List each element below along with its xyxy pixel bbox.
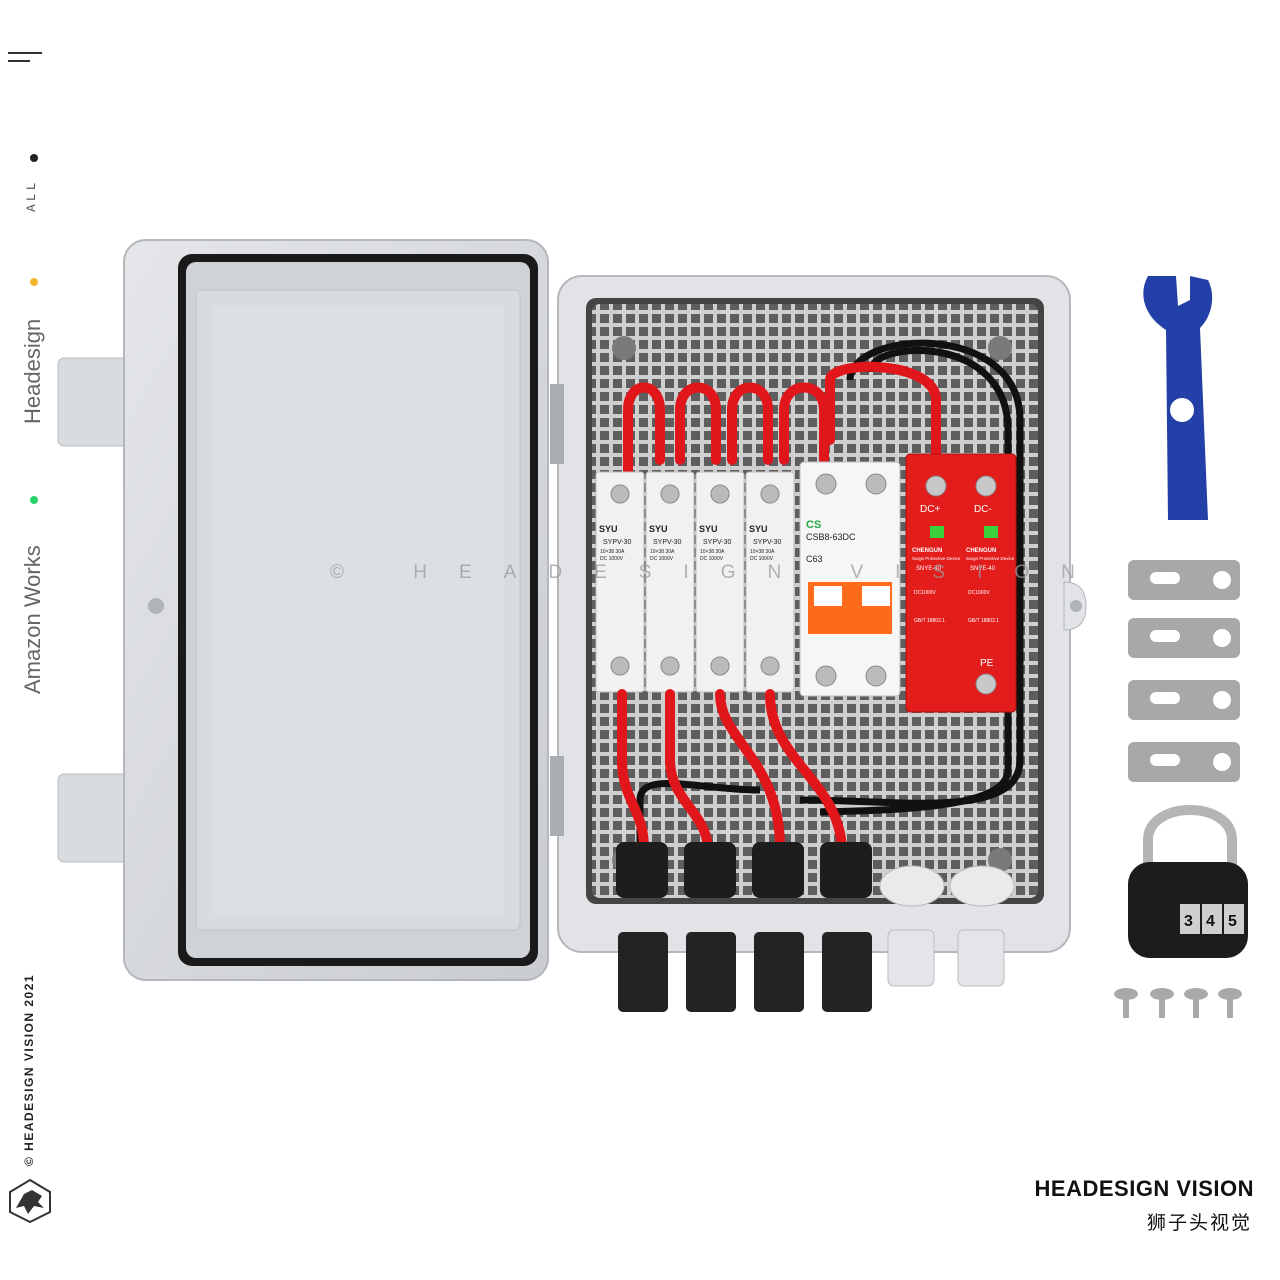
lion-head-icon xyxy=(9,1178,51,1224)
svg-text:DC 1000V: DC 1000V xyxy=(750,556,774,562)
headesign-dot xyxy=(30,278,38,286)
svg-text:SYPV-30: SYPV-30 xyxy=(603,539,632,546)
svg-text:CHENGUN: CHENGUN xyxy=(966,548,996,554)
svg-text:DC 1000V: DC 1000V xyxy=(650,556,674,562)
red-wiring-top xyxy=(623,361,941,475)
svg-text:SYU: SYU xyxy=(749,524,768,534)
svg-text:10×38 30A: 10×38 30A xyxy=(750,549,775,555)
svg-text:CHENGUN: CHENGUN xyxy=(912,548,942,554)
screws xyxy=(1114,988,1242,1018)
svg-text:4: 4 xyxy=(1206,913,1215,930)
svg-text:10×38 30A: 10×38 30A xyxy=(600,549,625,555)
svg-text:SYU: SYU xyxy=(599,524,618,534)
svg-text:GB/T 18802.1: GB/T 18802.1 xyxy=(914,618,945,624)
svg-text:SNYE-40: SNYE-40 xyxy=(970,566,996,572)
menu-icon[interactable] xyxy=(8,48,42,68)
fuse-holder-1: SYU SYPV-30 10×38 30A DC 1000V xyxy=(595,471,645,693)
amazon-dot xyxy=(30,496,38,504)
svg-text:SYPV-30: SYPV-30 xyxy=(653,539,682,546)
svg-text:10×38 30A: 10×38 30A xyxy=(650,549,675,555)
brand-name-cn: 狮子头视觉 xyxy=(1146,1212,1252,1234)
enclosure-lid xyxy=(123,239,549,981)
mc4-connectors xyxy=(618,929,1005,1012)
cable-glands xyxy=(616,842,1015,907)
svg-text:Surge Protective Device: Surge Protective Device xyxy=(966,556,1015,561)
svg-text:DC+: DC+ xyxy=(920,504,940,515)
svg-text:Surge Protective Device: Surge Protective Device xyxy=(912,556,961,561)
svg-text:SYPV-30: SYPV-30 xyxy=(753,539,782,546)
svg-text:DC1000V: DC1000V xyxy=(968,590,990,596)
svg-text:3: 3 xyxy=(1184,913,1193,930)
svg-text:DC-: DC- xyxy=(974,504,992,515)
svg-text:SYPV-30: SYPV-30 xyxy=(703,539,732,546)
surge-protector: DC+ DC- CHENGUN CHENGUN Surge Protective… xyxy=(905,453,1017,713)
svg-text:DC1000V: DC1000V xyxy=(914,590,936,596)
brand-name-en: HEADESIGN VISION xyxy=(1034,1176,1254,1201)
watermark: © HEADESIGN VISION xyxy=(330,562,1107,583)
svg-text:CSB8-63DC: CSB8-63DC xyxy=(806,532,856,542)
mounting-brackets xyxy=(1128,560,1240,782)
svg-text:DC 1000V: DC 1000V xyxy=(700,556,724,562)
svg-text:PE: PE xyxy=(980,658,994,669)
svg-text:C63: C63 xyxy=(806,554,823,564)
svg-text:5: 5 xyxy=(1228,913,1237,930)
svg-text:SYU: SYU xyxy=(699,524,718,534)
svg-text:SNYE-40: SNYE-40 xyxy=(916,566,942,572)
svg-text:CS: CS xyxy=(806,519,821,531)
mc4-wrench xyxy=(1143,276,1213,520)
dc-breaker: CS CSB8-63DC C63 xyxy=(799,461,901,697)
svg-text:DC 1000V: DC 1000V xyxy=(600,556,624,562)
all-dot xyxy=(30,154,38,162)
red-wiring-bottom xyxy=(617,689,847,853)
combination-padlock: 3 4 5 xyxy=(1128,805,1248,958)
svg-text:GB/T 18802.1: GB/T 18802.1 xyxy=(968,618,999,624)
svg-text:SYU: SYU xyxy=(649,524,668,534)
fuse-holder-4: SYU SYPV-30 10×38 30A DC 1000V xyxy=(745,471,795,693)
svg-text:10×38 30A: 10×38 30A xyxy=(700,549,725,555)
